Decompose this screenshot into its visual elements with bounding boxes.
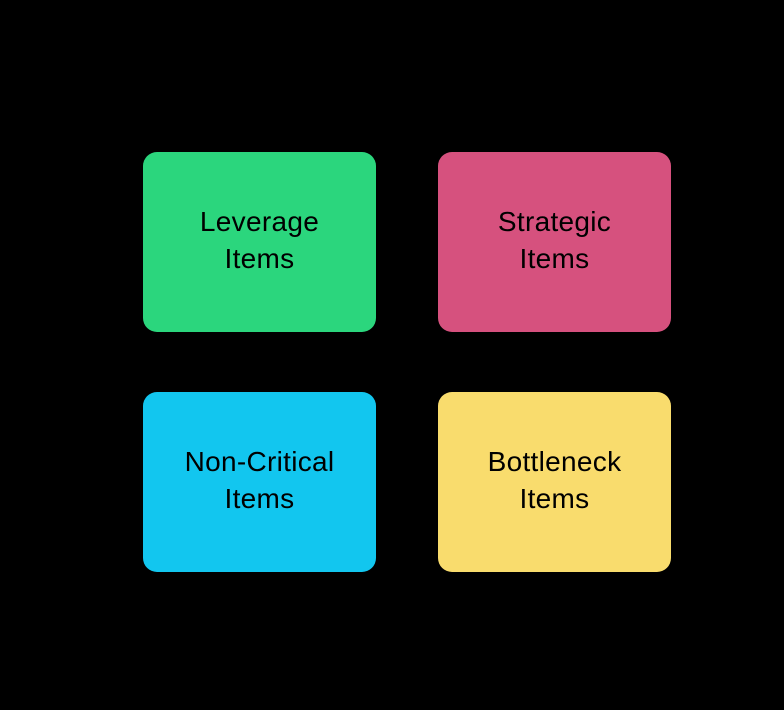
quadrant-label: Non-Critical Items (185, 443, 335, 521)
quadrant-label: Leverage Items (200, 203, 319, 281)
quadrant-strategic-items: Strategic Items (438, 152, 671, 332)
quadrant-label: Strategic Items (498, 203, 611, 281)
label-line: Items (224, 483, 295, 514)
label-line: Items (519, 483, 590, 514)
quadrant-bottleneck-items: Bottleneck Items (438, 392, 671, 572)
label-line: Items (224, 243, 295, 274)
label-line: Non-Critical (184, 446, 335, 477)
label-line: Bottleneck (487, 446, 622, 477)
quadrant-leverage-items: Leverage Items (143, 152, 376, 332)
quadrant-label: Bottleneck Items (488, 443, 622, 521)
label-line: Strategic (497, 206, 612, 237)
quadrant-non-critical-items: Non-Critical Items (143, 392, 376, 572)
label-line: Leverage (199, 206, 320, 237)
label-line: Items (519, 243, 590, 274)
